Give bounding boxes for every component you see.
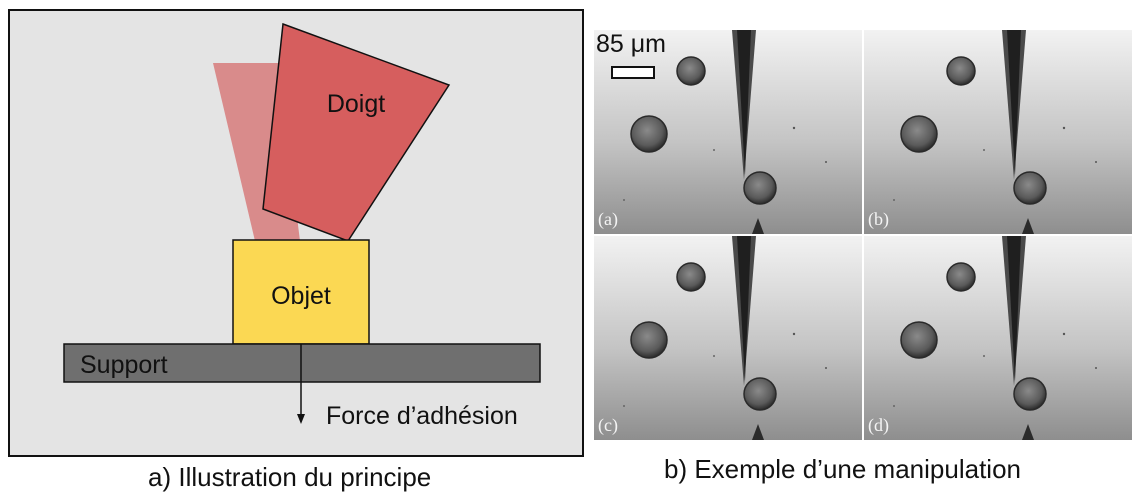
microscope-image bbox=[594, 236, 862, 440]
scale-bar bbox=[611, 66, 655, 79]
adhesion-force-label: Force d’adhésion bbox=[326, 402, 518, 430]
microscope-frame: (a) bbox=[594, 30, 862, 234]
microscope-image bbox=[594, 30, 862, 234]
support-label: Support bbox=[80, 351, 168, 379]
principle-diagram: Doigt Objet Support Force d’adhésion bbox=[63, 22, 541, 430]
adhesion-force-arrowhead bbox=[297, 414, 305, 424]
frame-label: (c) bbox=[598, 415, 618, 435]
microscope-frame: (d) bbox=[864, 236, 1132, 440]
object-label: Objet bbox=[271, 282, 331, 310]
manipulation-frames-panel: (a) (b) (c) (d) bbox=[594, 30, 1132, 442]
caption-a: a) Illustration du principe bbox=[148, 462, 432, 492]
caption-b: b) Exemple d’une manipulation bbox=[664, 454, 1021, 484]
frame-label: (a) bbox=[598, 209, 618, 229]
microscope-image bbox=[864, 30, 1132, 234]
microscope-frame: (b) bbox=[864, 30, 1132, 234]
frame-label: (d) bbox=[868, 415, 889, 435]
scale-label: 85 μm bbox=[596, 30, 666, 58]
support-shape bbox=[63, 343, 541, 383]
finger-label: Doigt bbox=[327, 90, 385, 118]
finger-shape bbox=[262, 22, 451, 242]
frame-label: (b) bbox=[868, 209, 889, 229]
microscope-frame: (c) bbox=[594, 236, 862, 440]
microscope-image bbox=[864, 236, 1132, 440]
principle-illustration-panel: Doigt Objet Support Force d’adhésion bbox=[8, 9, 584, 457]
